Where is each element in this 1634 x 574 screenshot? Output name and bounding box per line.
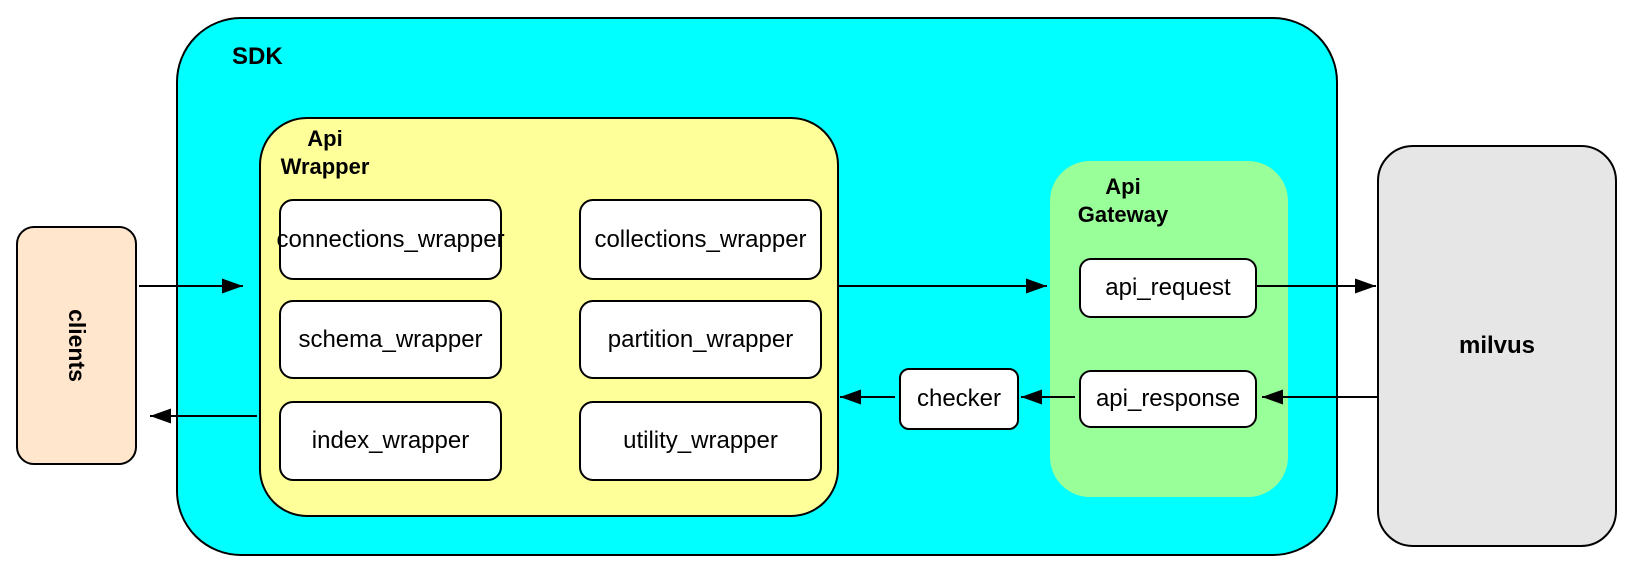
api-wrapper-label: Api Wrapper [280, 126, 370, 179]
api-gateway-container: Api Gateway api_request api_response [1050, 161, 1288, 497]
sdk-container: SDK Api Wrapper connections_wrapper coll… [176, 17, 1338, 556]
partition-wrapper-node: partition_wrapper [579, 300, 822, 379]
milvus-node: milvus [1377, 145, 1617, 547]
connections-wrapper-node: connections_wrapper [276, 199, 505, 280]
api-wrapper-container: Api Wrapper connections_wrapper collecti… [259, 117, 839, 517]
clients-node: clients [16, 226, 137, 465]
collections-wrapper-node: collections_wrapper [579, 199, 822, 280]
utility-wrapper-node: utility_wrapper [579, 401, 822, 481]
api-gateway-label: Api Gateway [1077, 174, 1169, 227]
checker-node: checker [899, 368, 1019, 430]
schema-wrapper-node: schema_wrapper [279, 300, 502, 379]
api-request-node: api_request [1079, 258, 1257, 318]
sdk-label: SDK [232, 43, 283, 70]
index-wrapper-node: index_wrapper [279, 401, 502, 481]
api-response-node: api_response [1079, 370, 1257, 428]
clients-label: clients [64, 309, 90, 382]
